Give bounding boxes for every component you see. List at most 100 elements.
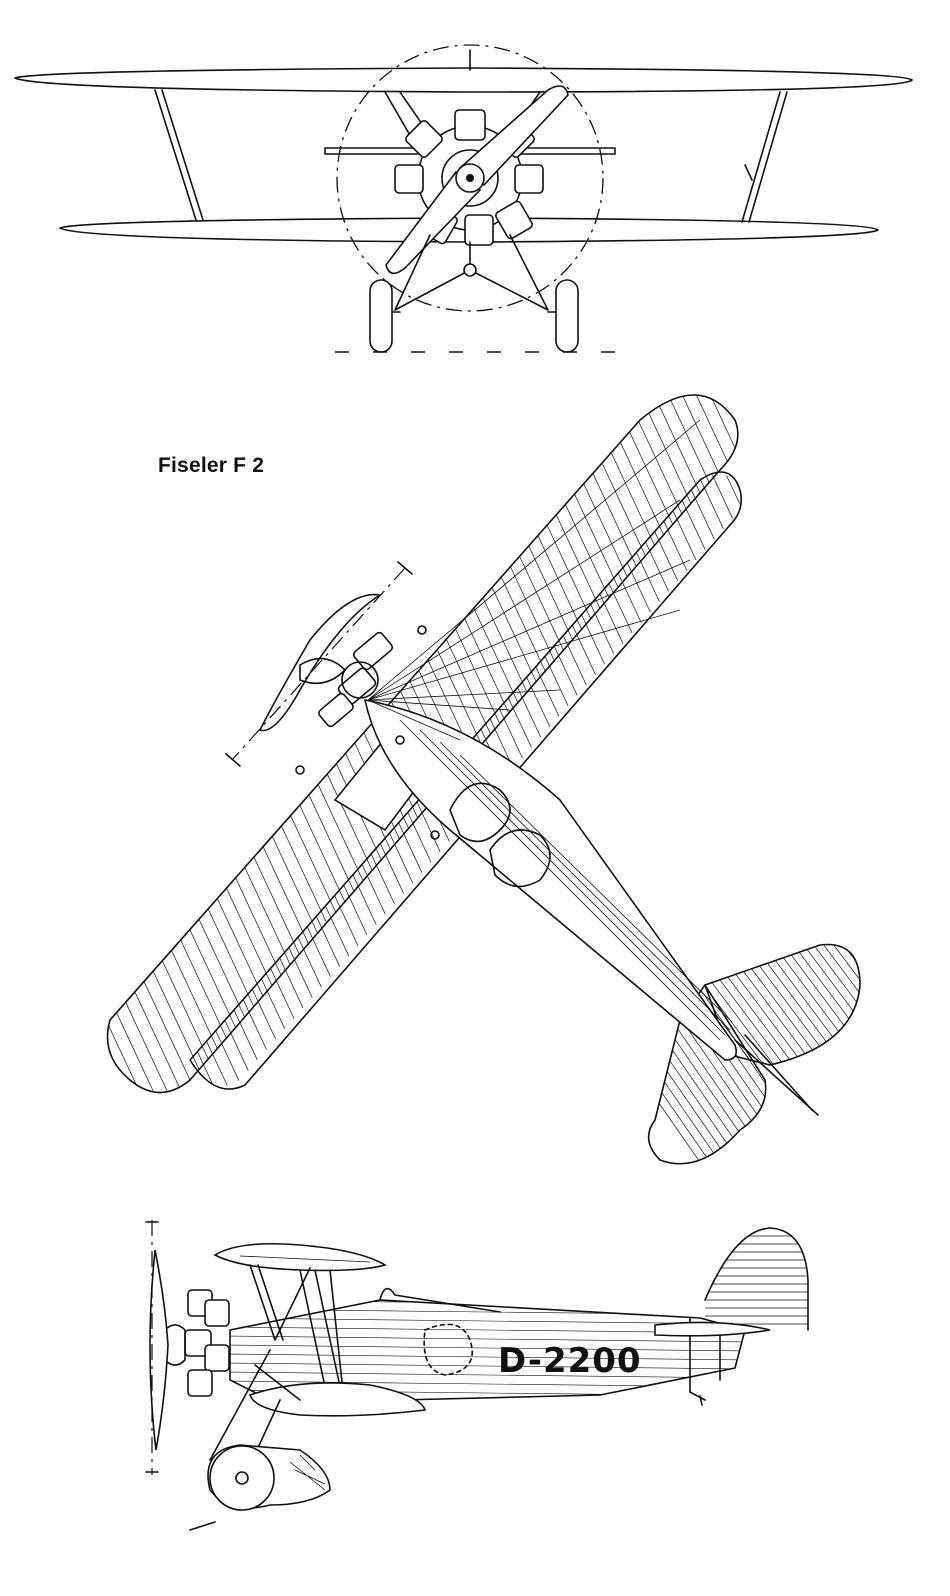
hatch-line	[190, 474, 347, 1087]
interplane-struts-side	[249, 1264, 346, 1411]
hatch-line	[107, 395, 205, 1093]
hatch-line	[205, 474, 627, 1087]
pitot	[744, 164, 753, 181]
hatch-line	[553, 395, 738, 1093]
hatch-line	[648, 985, 761, 1164]
hatch-line	[870, 900, 950, 1100]
hatch-line	[822, 350, 950, 1250]
hatch-line	[920, 960, 950, 1220]
hatch-line	[792, 300, 950, 1200]
hatch-line	[595, 395, 738, 1093]
hatch-line	[648, 985, 766, 1164]
registration-marking: D-2200	[498, 1341, 642, 1381]
hatch-line	[709, 474, 740, 1087]
hatch-line	[862, 300, 950, 1200]
hatch-line	[830, 960, 950, 1220]
hatch-line	[679, 985, 766, 1164]
hatch-line	[230, 1362, 745, 1370]
hatch-line	[107, 395, 247, 1093]
upper-wing-plan	[106, 394, 739, 1094]
hatch-line	[848, 300, 950, 1200]
side-view: D-2200	[145, 1220, 809, 1531]
hatch-line	[810, 960, 950, 1220]
hatch-line	[739, 944, 860, 1065]
propeller-disc	[336, 44, 604, 312]
tail-skid	[689, 1391, 706, 1406]
fuselage-side	[229, 1299, 746, 1401]
hatch-line	[820, 300, 950, 1200]
hatch-line	[900, 960, 950, 1220]
hatch-line	[934, 350, 950, 1250]
undercarriage-struts	[394, 234, 549, 311]
hatch-line	[729, 985, 766, 1164]
hatch-line	[749, 985, 766, 1164]
hatch-line	[689, 985, 766, 1164]
hatch-line	[849, 944, 860, 1065]
hatch-line	[190, 474, 375, 1087]
upper-wing	[14, 67, 913, 93]
hatch-line	[918, 300, 950, 1200]
hatch-line	[679, 395, 738, 1093]
hatch-line	[759, 985, 766, 1164]
hatch-line	[107, 395, 261, 1093]
hatch-line	[107, 395, 233, 1093]
rear-cockpit	[489, 829, 551, 888]
wheel	[209, 1445, 275, 1511]
hatch-line	[107, 395, 149, 1093]
hatch-line	[904, 300, 950, 1200]
hatch-line	[806, 300, 950, 1200]
hatch-line	[190, 474, 389, 1087]
hatch-line	[705, 944, 801, 1065]
hatch-line	[890, 960, 950, 1220]
propeller-blade-lower	[385, 170, 482, 275]
hatch-line	[890, 300, 950, 1200]
hatch-line	[695, 474, 740, 1087]
hatch-line	[107, 395, 303, 1093]
hatch-line	[820, 960, 950, 1220]
hatch-line	[107, 395, 359, 1093]
hatch-line	[766, 350, 950, 1250]
hatch-line	[567, 395, 738, 1093]
right-wheel	[555, 279, 579, 353]
hatch-line	[511, 395, 738, 1093]
hatch-line	[764, 300, 950, 1200]
hatch-line	[637, 395, 738, 1093]
hatch-line	[107, 395, 191, 1093]
hatch-line	[780, 960, 950, 1220]
hatch-line	[107, 395, 415, 1093]
propeller-side	[149, 1249, 169, 1451]
hatch-line	[705, 944, 821, 1065]
hatch-line	[107, 395, 289, 1093]
hatch-line	[611, 474, 740, 1087]
hatch-line	[107, 395, 135, 1093]
hatch-line	[190, 474, 305, 1087]
hatch-line	[230, 1353, 745, 1361]
hatch-line	[107, 395, 401, 1093]
hatch-line	[750, 300, 950, 1200]
hatch-line	[799, 944, 860, 1065]
hatch-line	[190, 474, 319, 1087]
lower-wing	[59, 217, 879, 243]
tailplane-side	[654, 1321, 771, 1337]
hatch-line	[770, 960, 950, 1220]
hatch-line	[900, 900, 950, 1100]
hatch-line	[778, 300, 950, 1200]
hatch-line	[829, 944, 860, 1065]
hatch-line	[555, 474, 740, 1087]
upper-wing-side	[213, 1243, 388, 1272]
hatch-line	[850, 350, 950, 1250]
hatch-line	[597, 474, 740, 1087]
right-interplane-strut	[741, 91, 788, 223]
hatch-line	[569, 474, 740, 1087]
rigging-wires	[367, 419, 701, 741]
hatch-line	[230, 1371, 745, 1379]
hatch-line	[513, 474, 740, 1087]
hatch-line	[190, 474, 235, 1087]
hatch-line	[930, 960, 950, 1220]
hatch-line	[107, 395, 373, 1093]
hatch-line	[230, 1317, 745, 1325]
hatch-line	[920, 900, 950, 1100]
hatch-line	[850, 960, 950, 1220]
hatch-line	[892, 350, 950, 1250]
